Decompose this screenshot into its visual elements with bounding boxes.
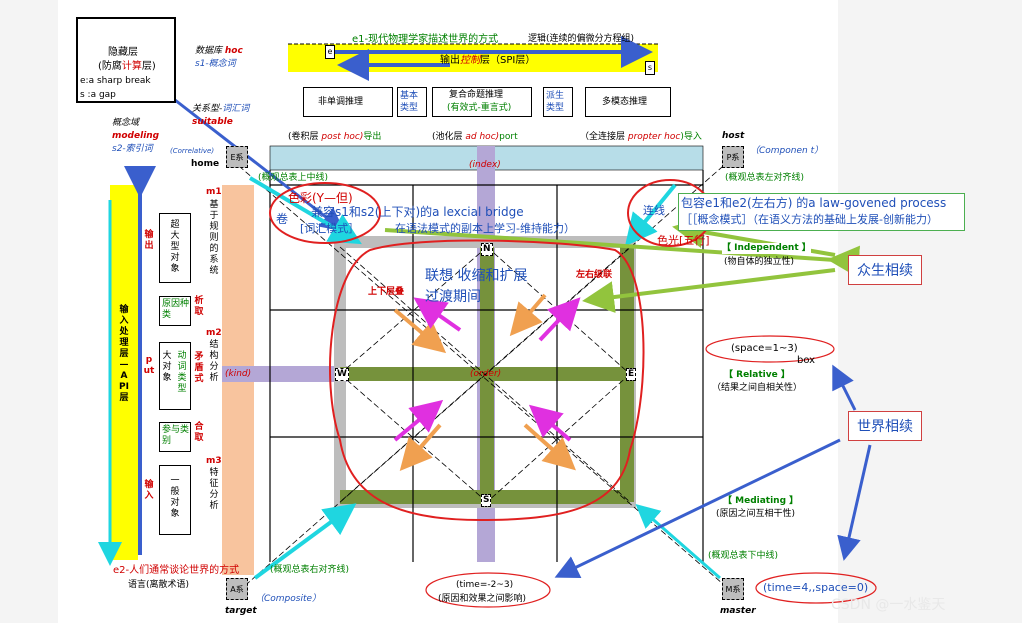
component-label: （Componen t） xyxy=(750,146,824,156)
a-system-node: A系 xyxy=(226,578,248,600)
language-label: 语言(离散术语) xyxy=(128,580,190,590)
logic-label: 逻辑(连续的偏微分方程组) xyxy=(528,34,635,44)
rel-suitable: suitable xyxy=(192,117,233,127)
kind-label: (kind) xyxy=(225,369,252,379)
summary-bottom: (概观总表下中线) xyxy=(708,551,779,561)
north-marker: N xyxy=(481,243,493,256)
m1-label: m1 xyxy=(206,187,222,197)
m-system-node: M系 xyxy=(722,578,744,600)
summary-right: (概观总表右对齐线) xyxy=(270,565,350,575)
box-word: box xyxy=(797,355,816,366)
up-down-label: 上下层叠 xyxy=(368,287,405,297)
e-system-node: E系 xyxy=(226,146,248,168)
output-side-label: 输出 xyxy=(144,230,154,251)
lianxian-annot: 连线 xyxy=(643,204,665,217)
put-label: put xyxy=(143,355,155,376)
mediating-sub: (原因之间互相干性) xyxy=(716,509,796,519)
general-object-box: 一般对象 xyxy=(159,465,191,535)
super-object-box: 超大型对象 xyxy=(159,213,191,283)
db-label: 数据库 hoc xyxy=(195,46,243,56)
conjunction-label: 合取 xyxy=(194,422,204,443)
multimodal-button[interactable]: 多模态推理 xyxy=(585,87,671,117)
order-label: (order) xyxy=(470,369,502,379)
time-sub: (原因和效果之间影响) xyxy=(438,594,527,604)
color-annot: 色彩(Y—但) xyxy=(288,191,353,205)
contains-box: 包容e1和e2(左右方) 的a law-govened process ［［概念… xyxy=(678,193,965,231)
contradiction-label: 矛盾式 xyxy=(194,352,204,384)
hidden-layer-s-note: s :a gap xyxy=(80,90,116,100)
assoc-annot: 联想 收缩和扩展 xyxy=(425,268,528,284)
east-marker: E xyxy=(626,368,637,381)
m2-text: 结构分析 xyxy=(209,340,219,383)
lexical-mode-annot: [词汇模式］ xyxy=(300,222,360,235)
mediating-label: 【 Mediating 】 xyxy=(723,496,799,506)
output-layer-label: 输出控制层（SPI层） xyxy=(440,55,536,66)
target-label: target xyxy=(225,606,257,616)
s2-label: s2-索引词 xyxy=(112,144,153,154)
p-system-node: P系 xyxy=(722,146,744,168)
fc-header: （全连接层 propter hoc)导入 xyxy=(580,132,702,142)
marker-s: s xyxy=(645,61,655,75)
participant-box: 参与类别 xyxy=(159,422,191,452)
hidden-layer-e-note: e:a sharp break xyxy=(80,76,151,86)
left-right-label: 左右级联 xyxy=(576,270,613,280)
e1-label: e1-现代物理学家描述世界的方式 xyxy=(352,34,499,45)
m3-text: 特征分析 xyxy=(209,468,219,511)
time-ellipse-label: (time=-2~3) xyxy=(456,580,514,590)
derived-type-button[interactable]: 派生类型 xyxy=(543,87,573,117)
west-marker: W xyxy=(335,368,349,381)
south-marker: S xyxy=(481,494,492,507)
compound-inference-button[interactable]: 复合命题推理 (有效式-重言式) xyxy=(432,87,532,117)
input-layer-label: 输入处理层—API层 xyxy=(119,305,129,403)
grammar-annot: 在语法模式的副本上学习-维持能力） xyxy=(395,222,575,235)
m3-label: m3 xyxy=(206,456,222,466)
db-s1: s1-概念词 xyxy=(195,59,236,69)
space-ellipse-label: (space=1~3) xyxy=(731,343,798,354)
input-bar xyxy=(110,185,138,560)
master-label: master xyxy=(720,606,756,616)
correlative: (Correlative) xyxy=(170,147,215,155)
hidden-layer-title: 隐藏层 xyxy=(108,47,138,58)
compat-annot: 兼容s1和s2(上下对)的a lexcial bridge xyxy=(311,205,524,219)
summary-left: (概观总表左对齐线) xyxy=(725,173,805,183)
transition-annot: 过渡期间 xyxy=(425,289,481,305)
analyze-label: 析取 xyxy=(194,296,204,317)
composite-label: （Composite） xyxy=(255,594,322,604)
callout-world: 世界相续 xyxy=(848,411,922,441)
independent-label: 【 Independent 】 xyxy=(722,243,811,254)
pool-header: (池化层 ad hoc)port xyxy=(432,132,518,142)
basic-type-button[interactable]: 基本类型 xyxy=(397,87,427,117)
origin-type-box: 原因种类 xyxy=(159,296,191,326)
home-label: home xyxy=(191,159,220,169)
relative-sub: （结果之间自相关性） xyxy=(712,383,803,393)
hidden-layer-sub: (防腐计算层) xyxy=(98,61,156,72)
big-object-box: 大对象 动词类型 xyxy=(159,342,191,410)
marker-e: e xyxy=(325,45,335,59)
time-space-label: (time=4,,space=0) xyxy=(763,581,869,594)
sequang-annot: 色光[五行] xyxy=(657,234,710,247)
modeling-label: modeling xyxy=(112,131,160,141)
summary-top: (概观总表上中线) xyxy=(258,173,329,183)
relative-label: 【 Relative 】 xyxy=(724,370,790,380)
conv-header: (卷积层 post hoc)导出 xyxy=(288,132,382,142)
m1-text: 基于规则的系统 xyxy=(209,200,219,276)
nonmonotonic-button[interactable]: 非单调推理 xyxy=(303,87,393,117)
watermark: CSDN @一水鉴天 xyxy=(831,597,946,613)
hidden-layer-box: 隐藏层 (防腐计算层) e:a sharp break s :a gap xyxy=(76,17,176,103)
host-label: host xyxy=(722,131,745,141)
e2-label: e2-人们通常谈论世界的方式 xyxy=(113,565,240,576)
m2-label: m2 xyxy=(206,328,222,338)
index-label: (index) xyxy=(469,160,501,170)
callout-all-beings: 众生相续 xyxy=(848,255,922,285)
input-side-label: 输入 xyxy=(144,480,154,501)
concept-domain: 概念域 xyxy=(112,118,140,128)
juan-annot: 卷 xyxy=(276,212,289,226)
independent-sub: (物自体的独立性) xyxy=(724,257,795,267)
rel-type: 关系型-词汇词 xyxy=(192,104,250,114)
